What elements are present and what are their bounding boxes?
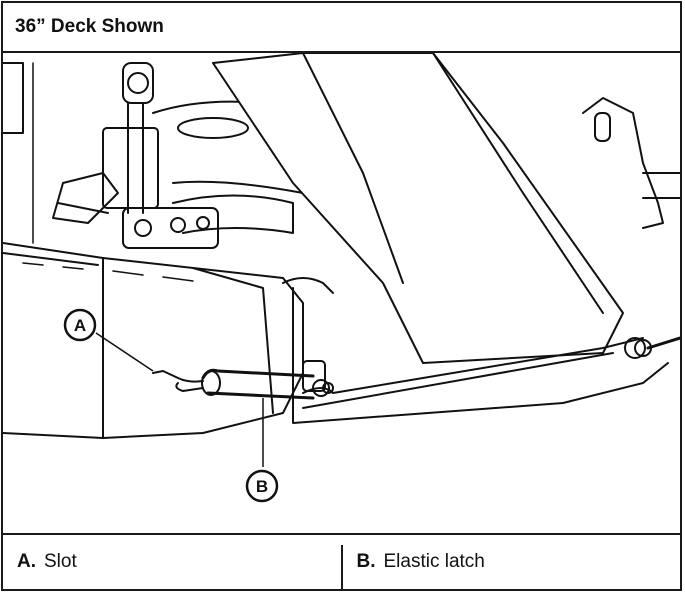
- legend-key-a: A.: [17, 551, 36, 572]
- legend-label-a: Slot: [44, 551, 77, 572]
- callout-b-label: B: [256, 477, 268, 496]
- callout-a: A: [63, 308, 97, 342]
- legend-label-b: Elastic latch: [383, 551, 485, 572]
- callout-a-label: A: [74, 316, 86, 335]
- deck-illustration: [3, 53, 680, 467]
- legend-key-b: B.: [356, 551, 376, 572]
- legend: A. Slot B. Elastic latch: [3, 533, 680, 589]
- legend-divider: [340, 545, 343, 589]
- legend-item-b: B. Elastic latch: [343, 535, 681, 589]
- figure-title: 36” Deck Shown: [3, 3, 680, 53]
- callout-b: B: [245, 469, 279, 503]
- legend-item-a: A. Slot: [3, 535, 341, 589]
